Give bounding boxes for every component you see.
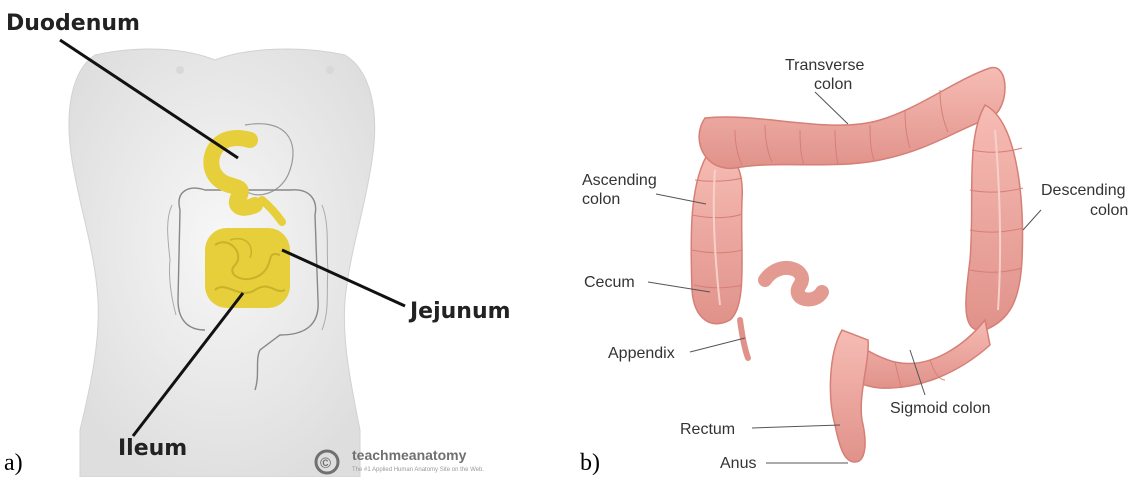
panel-a-letter: a) — [4, 450, 23, 476]
duodenum-label: Duodenum — [6, 11, 140, 36]
sigmoid-colon-label: Sigmoid colon — [890, 400, 991, 417]
watermark-tagline: The #1 Applied Human Anatomy Site on the… — [352, 467, 484, 473]
anus-label: Anus — [720, 455, 756, 472]
panel-a: Duodenum Jejunum Ileum © teachmeanatomy … — [4, 11, 511, 477]
ascending-colon-label-line1: Ascending — [582, 172, 657, 189]
cecum-label: Cecum — [584, 274, 635, 291]
appendix-label: Appendix — [608, 345, 675, 362]
descending-colon-label-line1: Descending — [1041, 182, 1126, 199]
transverse-colon-label-line2: colon — [814, 76, 852, 93]
ileum-label: Ileum — [118, 436, 187, 461]
panel-b-letter: b) — [580, 450, 600, 476]
copyright-symbol: © — [320, 455, 331, 472]
rectum-label: Rectum — [680, 421, 735, 438]
watermark-brand: teachmeanatomy — [352, 447, 467, 463]
transverse-colon-label-line1: Transverse — [785, 57, 865, 74]
ascending-colon-label-line2: colon — [582, 191, 620, 208]
jejunum-label: Jejunum — [408, 299, 511, 324]
panel-b: Transverse colon Ascending colon Descend… — [580, 57, 1128, 476]
small-intestine-loops — [205, 228, 290, 308]
descending-colon-label-line2: colon — [1090, 202, 1128, 219]
